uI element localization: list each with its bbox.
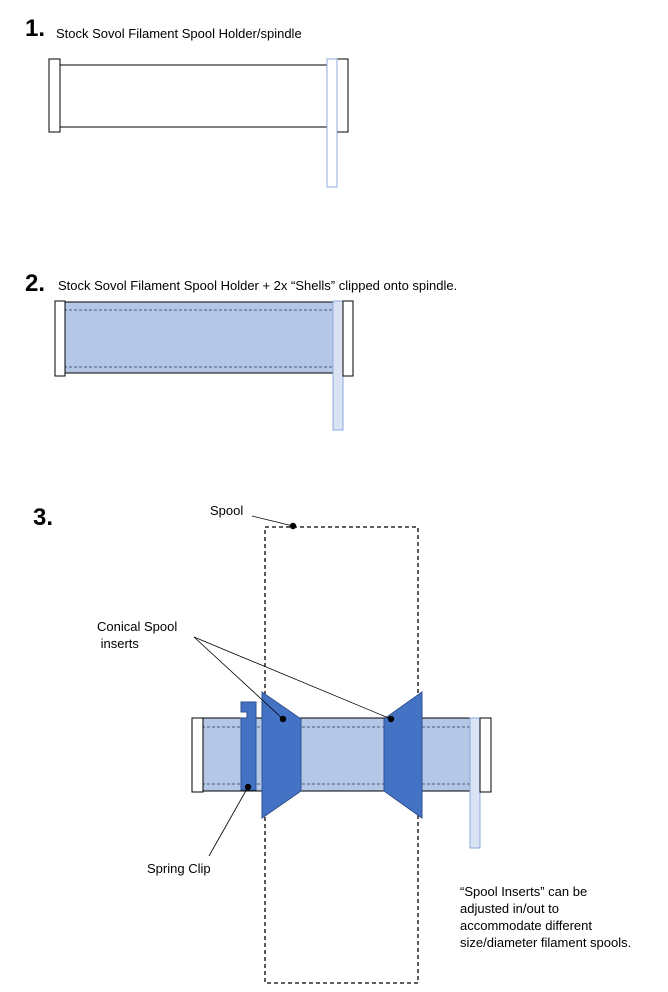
conical-leader-line-left [193,636,284,720]
spindle-right-cap [336,58,349,133]
step-1-number: 1. [25,15,46,42]
assembly-mount-arm [469,717,481,849]
step-1-caption: Stock Sovol Filament Spool Holder/spindl… [56,26,302,41]
assembly-left-cap [191,717,204,793]
spindle-rod [58,64,330,128]
spring-clip-callout-dot [244,783,252,791]
conical-inserts-label-line2: inserts [97,636,139,651]
spool-callout-dot [289,522,297,530]
step-1-spindle-drawing [48,58,349,188]
conical-leader-line-right [193,636,392,720]
shell-mount-arm [332,300,344,431]
conical-inserts-label-line1: Conical Spool [97,619,178,634]
assembly-right-cap [479,717,492,793]
spring-clip-shape [240,701,257,791]
step-3-assembly-drawing [191,515,492,984]
right-conical-insert [383,691,423,819]
spindle-mount-arm [326,58,338,188]
shell-left-cap [54,300,66,377]
step-2-shells-drawing [54,300,354,431]
spring-clip-label: Spring Clip [147,861,211,876]
adjustment-note: “Spool Inserts” can be adjusted in/out t… [460,884,632,950]
step-2-caption: Stock Sovol Filament Spool Holder + 2x “… [58,278,458,293]
spool-label: Spool [210,503,244,518]
spool-leader-line [251,515,294,527]
left-insert-callout-dot [279,715,287,723]
spring-clip-leader-line [208,786,249,857]
step-3-number: 3. [33,504,54,531]
left-conical-insert [261,691,302,819]
step-2-number: 2. [25,270,46,297]
right-insert-callout-dot [387,715,395,723]
shell-body [63,301,335,374]
spindle-left-cap [48,58,61,133]
shell-right-cap [342,300,354,377]
